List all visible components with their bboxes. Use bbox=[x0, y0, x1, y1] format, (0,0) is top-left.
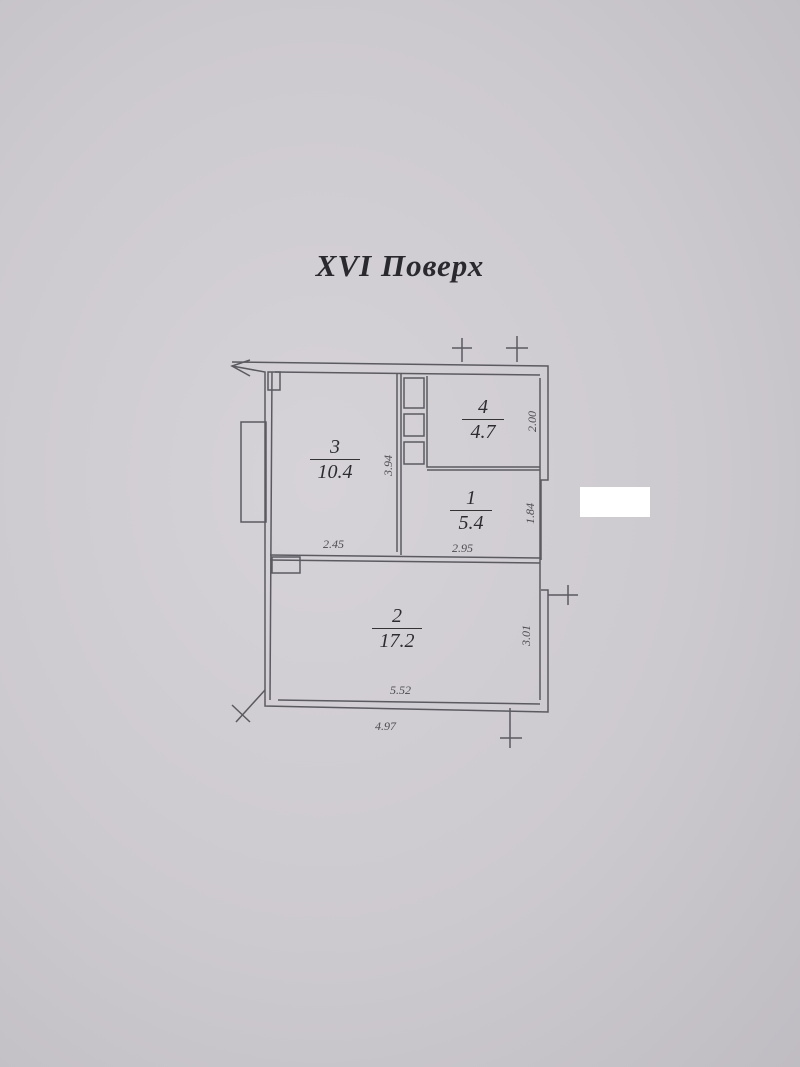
room-1-number: 1 bbox=[466, 487, 476, 509]
room-1-label: 1 5.4 bbox=[450, 487, 492, 535]
floor-title: XVI Поверх bbox=[315, 248, 485, 283]
balcony bbox=[240, 421, 267, 523]
room-3-label: 3 10.4 bbox=[310, 436, 360, 484]
section-markers bbox=[230, 336, 578, 748]
dimension-3-01: 3.01 bbox=[519, 625, 533, 646]
dimension-2-45: 2.45 bbox=[323, 537, 344, 551]
room-4-area: 4.7 bbox=[462, 419, 504, 444]
room-2-number: 2 bbox=[392, 605, 402, 627]
room-4-label: 4 4.7 bbox=[462, 396, 504, 444]
room-1-area: 5.4 bbox=[450, 510, 492, 535]
interior-walls bbox=[267, 371, 541, 574]
dimension-3-94: 3.94 bbox=[381, 455, 395, 476]
dimension-1-84: 1.84 bbox=[523, 503, 537, 524]
redaction-box bbox=[580, 487, 650, 517]
room-2-area: 17.2 bbox=[372, 628, 422, 653]
room-3-number: 3 bbox=[330, 436, 340, 458]
room-3-area: 10.4 bbox=[310, 459, 360, 484]
room-4-number: 4 bbox=[478, 396, 488, 418]
dimension-5-52: 5.52 bbox=[390, 683, 411, 697]
dimension-4-97: 4.97 bbox=[375, 719, 396, 733]
outer-walls bbox=[231, 361, 549, 713]
dimension-2-00: 2.00 bbox=[525, 411, 539, 432]
room-2-label: 2 17.2 bbox=[372, 605, 422, 653]
dimension-2-95: 2.95 bbox=[452, 541, 473, 555]
